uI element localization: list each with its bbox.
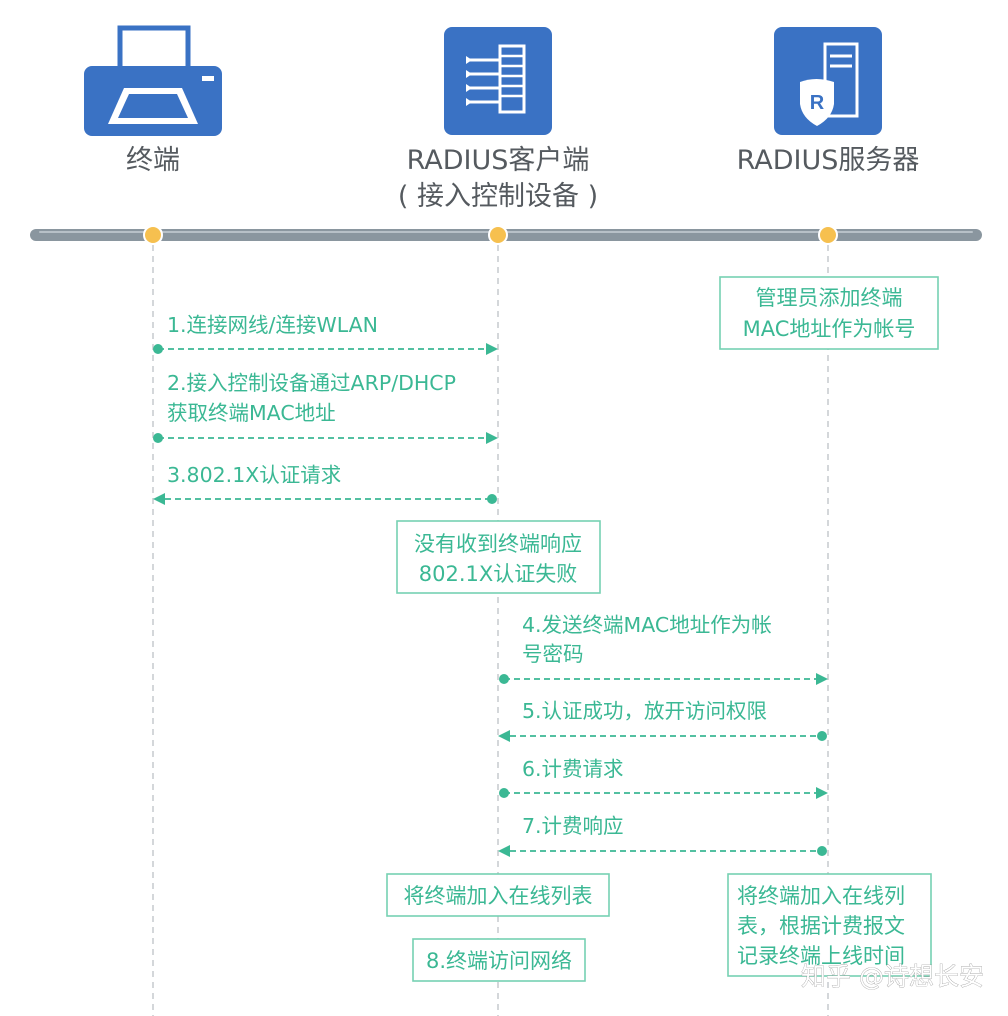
svg-text:8.终端访问网络: 8.终端访问网络 — [426, 949, 572, 973]
node-sublabel-radius-client: ( 接入控制设备 ) — [398, 181, 598, 212]
svg-text:没有收到终端响应: 没有收到终端响应 — [414, 532, 582, 556]
message-2-arrow — [153, 432, 498, 444]
message-5-label: 5.认证成功，放开访问权限 — [522, 699, 767, 723]
message-1-arrow — [153, 343, 498, 355]
message-3-label: 3.802.1X认证请求 — [167, 463, 341, 487]
svg-text:表，根据计费报文: 表，根据计费报文 — [737, 914, 905, 938]
message-4-arrow — [499, 673, 828, 685]
node-label-terminal: 终端 — [126, 145, 180, 176]
node-dot-radius-server — [818, 225, 838, 245]
note-client-online-list: 将终端加入在线列表 — [386, 873, 610, 917]
message-6-arrow — [499, 787, 828, 799]
message-5-arrow — [498, 730, 827, 742]
svg-text:管理员添加终端: 管理员添加终端 — [756, 286, 903, 310]
access-switch-icon — [444, 27, 552, 135]
message-7-label: 7.计费响应 — [522, 814, 624, 838]
svg-text:R: R — [810, 92, 825, 114]
node-label-radius-client: RADIUS客户端 — [407, 145, 590, 176]
svg-text:802.1X认证失败: 802.1X认证失败 — [419, 562, 578, 586]
message-6-label: 6.计费请求 — [522, 757, 624, 781]
radius-server-icon: R — [774, 27, 882, 135]
svg-text:MAC地址作为帐号: MAC地址作为帐号 — [743, 317, 916, 341]
message-4-label-line1: 4.发送终端MAC地址作为帐 — [522, 613, 772, 637]
node-label-radius-server: RADIUS服务器 — [737, 145, 920, 176]
node-dot-radius-client — [488, 225, 508, 245]
message-2-label-line2: 获取终端MAC地址 — [167, 401, 336, 425]
note-server-record-online: 将终端加入在线列 表，根据计费报文 记录终端上线时间 — [727, 873, 932, 977]
message-1-label: 1.连接网线/连接WLAN — [167, 313, 378, 337]
note-client-access-network: 8.终端访问网络 — [412, 938, 586, 982]
node-dot-terminal — [143, 225, 163, 245]
note-server-add: 管理员添加终端 MAC地址作为帐号 — [719, 276, 939, 350]
message-7-arrow — [498, 845, 827, 857]
printer-icon — [84, 25, 222, 136]
message-2-label-line1: 2.接入控制设备通过ARP/DHCP — [167, 371, 456, 395]
svg-text:记录终端上线时间: 记录终端上线时间 — [737, 944, 905, 968]
message-4-label-line2: 号密码 — [522, 642, 584, 666]
watermark: 知乎 @诗想长安 — [801, 962, 984, 991]
svg-text:将终端加入在线列表: 将终端加入在线列表 — [404, 884, 593, 908]
note-client-auth-fail: 没有收到终端响应 802.1X认证失败 — [396, 520, 601, 594]
svg-text:将终端加入在线列: 将终端加入在线列 — [737, 884, 905, 908]
message-3-arrow — [153, 493, 497, 505]
